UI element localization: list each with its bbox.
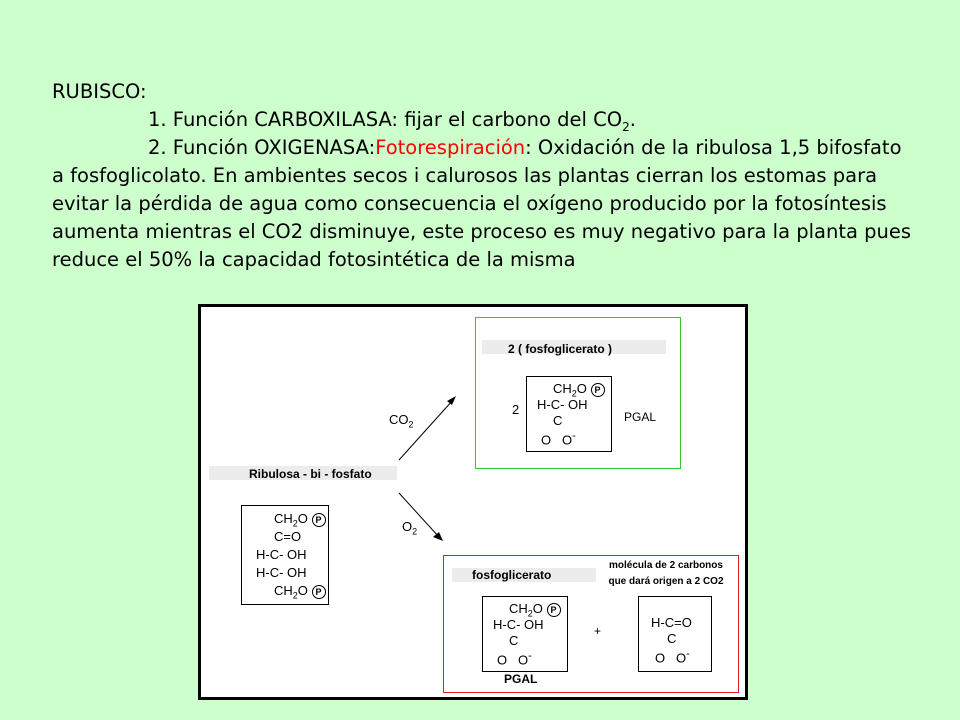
co2-sub: 2: [408, 419, 414, 430]
line2-suffix: : Oxidación de la ribulosa: [525, 136, 773, 159]
top-oo: O O-: [541, 430, 576, 448]
rub-hcoh-2: H-C- OH: [256, 565, 307, 580]
bottom-ch2o: CH2O P: [509, 601, 561, 618]
line1-sub: 2: [622, 119, 630, 134]
fotorespiracion-term: Fotorespiración: [375, 136, 526, 159]
co2-label: CO2: [389, 412, 414, 430]
phosphate-icon: P: [590, 382, 605, 397]
glycolate-c: C: [667, 631, 677, 646]
co2-text: CO: [389, 412, 409, 427]
top-ch2o: CH2O P: [553, 381, 605, 398]
ribulose-structure: CH2O P C=O H-C- OH H-C- OH CH2O P: [241, 505, 329, 605]
glycolate-oo: O O-: [655, 648, 690, 666]
top-pgal: PGAL: [624, 410, 657, 424]
oxygenase-product-box: fosfoglicerato molécula de 2 carbonos qu…: [443, 555, 739, 693]
carboxylase-product-box: 2 ( fosfoglicerato ) 2 CH2O P H-C- OH C …: [475, 317, 681, 469]
note-line-2: que dará origen a 2 CO2: [608, 576, 724, 587]
note-line-1: molécula de 2 carbonos: [609, 560, 723, 571]
co2-arrow: [398, 399, 454, 461]
o2-text: O: [402, 519, 413, 534]
plus-sign: +: [594, 624, 602, 638]
rub-ch2o-bottom: CH2O P: [274, 583, 326, 600]
top-pga-structure: CH2O P H-C- OH C O O-: [526, 376, 612, 452]
top-title-band: [482, 340, 666, 354]
top-hcoh: H-C- OH: [537, 397, 588, 412]
top-c: C: [553, 413, 563, 428]
rub-ch2o-top: CH2O P: [274, 511, 326, 528]
bottom-pga-structure: CH2O P H-C- OH C O O-: [482, 596, 568, 672]
phosphate-icon: P: [546, 602, 561, 617]
bottom-oo: O O-: [497, 650, 532, 668]
bottom-hcoh: H-C- OH: [493, 617, 544, 632]
bottom-title-band: [452, 568, 596, 582]
bottom-pgal: PGAL: [504, 672, 538, 686]
bottom-c: C: [509, 633, 519, 648]
rubisco-diagram: Ribulosa - bi - fosfato CH2O P C=O H-C- …: [198, 304, 748, 700]
glycolate-hco: H-C=O: [651, 615, 692, 630]
o2-label: O2: [402, 519, 418, 537]
top-coefficient: 2: [512, 402, 520, 417]
line1-prefix: 1. Función CARBOXILASA: fijar el carbono…: [148, 108, 623, 131]
o2-arrowhead-icon: [433, 532, 443, 541]
top-title: 2 ( fosfoglicerato ): [508, 342, 613, 356]
glycolate-structure: H-C=O C O O-: [638, 596, 712, 672]
ribulose-title-band: [209, 466, 397, 480]
explanation-paragraph: 1,5 bifosfato a fosfoglicolato. En ambie…: [52, 136, 912, 271]
slide-text: RUBISCO: 1. Función CARBOXILASA: fijar e…: [52, 78, 912, 274]
heading: RUBISCO:: [52, 80, 147, 103]
phosphate-icon: P: [311, 512, 326, 527]
co2-arrowhead-icon: [447, 396, 456, 405]
reaction-arrows: [398, 396, 456, 541]
phosphate-icon: P: [311, 584, 326, 599]
line2-prefix: 2. Función OXIGENASA:: [148, 136, 376, 159]
line1-suffix: .: [629, 108, 636, 131]
o2-sub: 2: [412, 526, 418, 537]
rub-co: C=O: [274, 529, 302, 544]
function-carboxilasa: 1. Función CARBOXILASA: fijar el carbono…: [52, 106, 912, 134]
bottom-title: fosfoglicerato: [472, 568, 552, 582]
o2-arrow: [398, 492, 440, 538]
two-carbon-note: molécula de 2 carbonos que dará origen a…: [604, 558, 728, 590]
rub-hcoh-1: H-C- OH: [256, 547, 307, 562]
ribulose-title: Ribulosa - bi - fosfato: [249, 467, 372, 481]
function-oxigenasa: 2. Función OXIGENASA: Fotorespiración: O…: [52, 134, 912, 274]
